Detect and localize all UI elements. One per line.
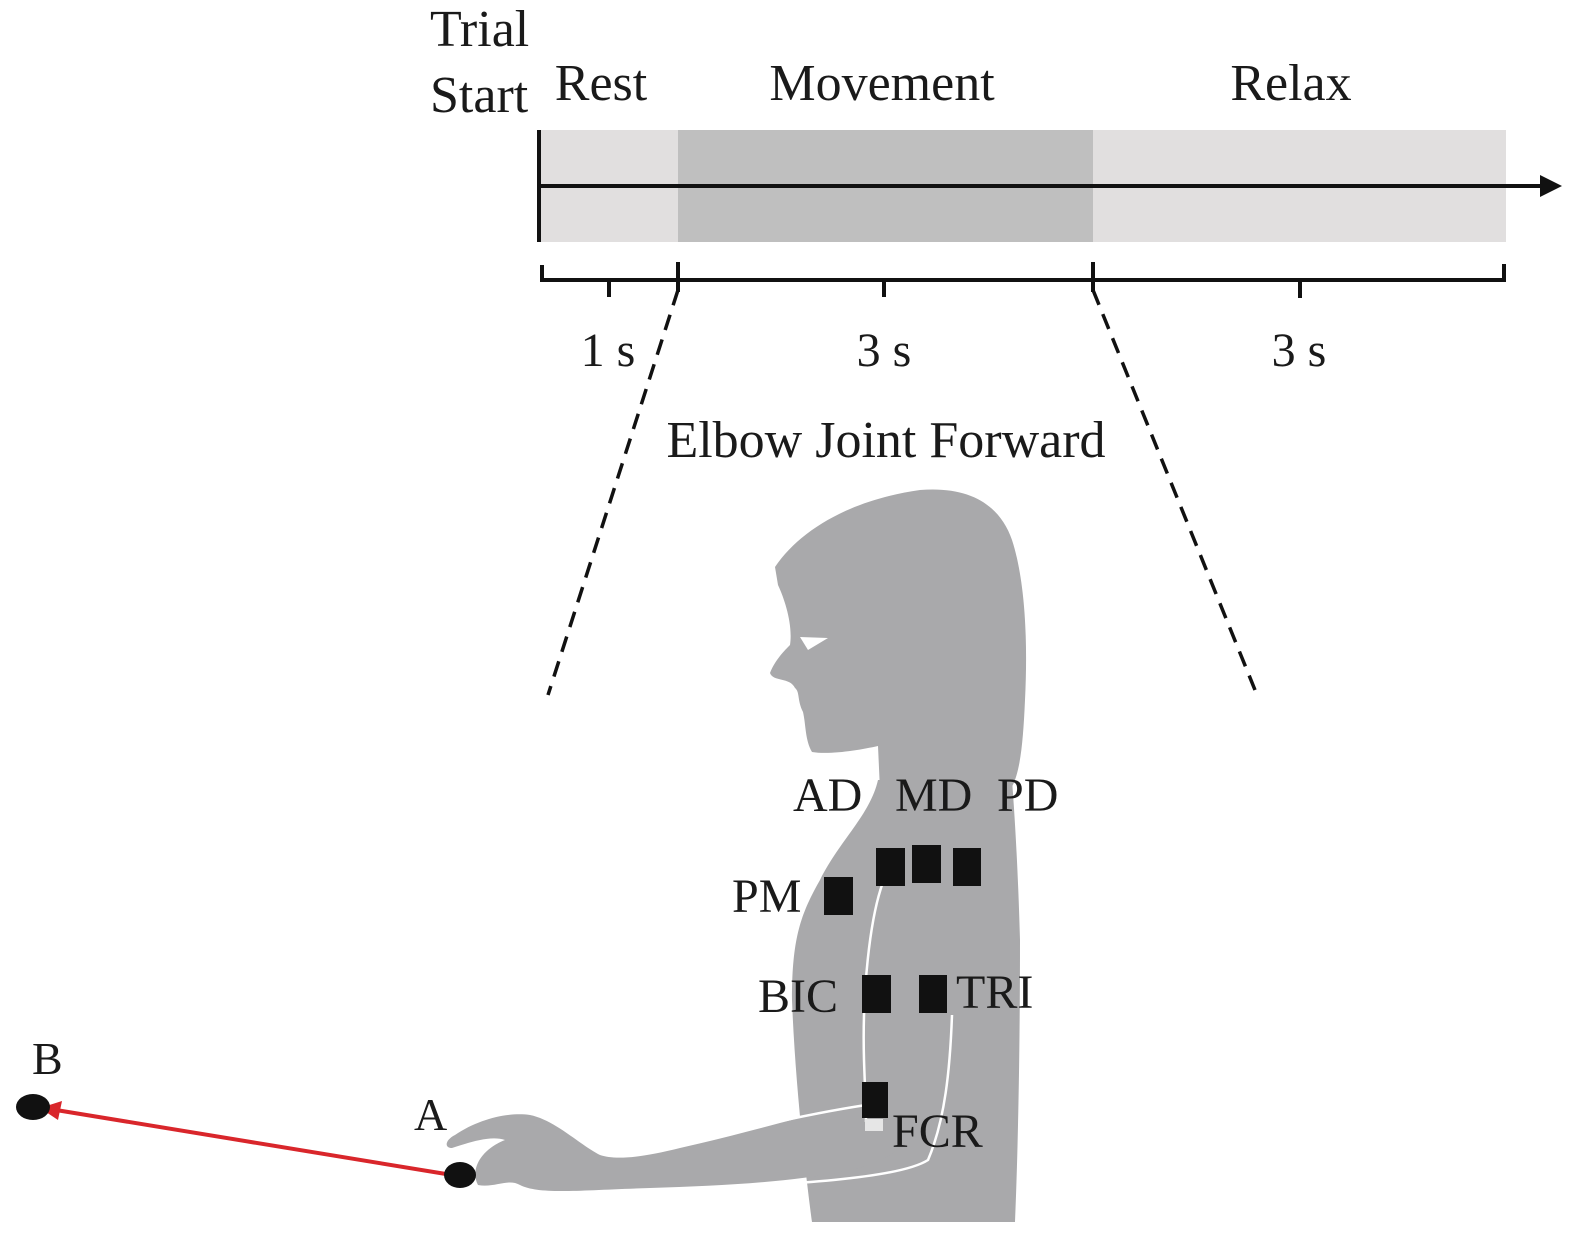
forearm-outline xyxy=(699,1103,867,1142)
point-label-b: B xyxy=(32,1033,63,1084)
zoom-guide-right xyxy=(1091,289,1257,691)
electrode-label-fcr: FCR xyxy=(892,1105,983,1158)
electrodes xyxy=(824,845,981,1118)
electrode-label-ad: AD xyxy=(793,769,862,822)
electrode-md xyxy=(912,845,941,883)
target-point-b xyxy=(16,1094,50,1120)
task-title: Elbow Joint Forward xyxy=(666,412,1105,469)
time-axis-arrowhead-icon xyxy=(1540,175,1562,197)
electrode-label-bic: BIC xyxy=(758,970,838,1023)
duration-brace-rest xyxy=(540,265,676,297)
phase-label-movement: Movement xyxy=(769,55,995,112)
duration-brace-relax xyxy=(1091,262,1506,298)
head-silhouette xyxy=(770,489,1027,790)
trial-start-label-line2: Start xyxy=(430,67,529,124)
electrode-label-pm: PM xyxy=(732,870,801,923)
duration-brace-movement xyxy=(676,262,1091,297)
electrode-label-tri: TRI xyxy=(956,966,1033,1019)
duration-label-rest: 1 s xyxy=(581,324,636,377)
duration-label-relax: 3 s xyxy=(1272,324,1327,377)
electrode-pm xyxy=(824,877,853,915)
electrode-label-pd: PD xyxy=(997,769,1058,822)
trial-start-label-line1: Trial xyxy=(430,1,529,58)
arm-silhouette xyxy=(446,1100,912,1192)
reach-arrow xyxy=(40,1101,453,1177)
back-arm-outline xyxy=(649,1014,954,1192)
electrode-pd xyxy=(953,848,981,886)
eye-icon xyxy=(800,637,828,650)
phase-label-rest: Rest xyxy=(555,55,648,112)
electrode-bic xyxy=(862,975,891,1013)
timeline: Trial Start Rest Movement Relax 1 s 3 s … xyxy=(430,1,1562,377)
reach-arrow-shaft xyxy=(55,1108,453,1177)
start-point-a xyxy=(444,1162,476,1188)
zoom-guide-left xyxy=(546,289,680,696)
electrode-ad xyxy=(876,848,905,886)
point-label-a: A xyxy=(414,1089,447,1140)
electrode-label-md: MD xyxy=(895,769,972,822)
electrode-tri xyxy=(919,975,947,1013)
phase-label-relax: Relax xyxy=(1230,55,1351,112)
electrode-fcr xyxy=(862,1082,888,1118)
duration-label-movement: 3 s xyxy=(857,324,912,377)
wrist-highlight xyxy=(865,1119,883,1131)
reach-arrowhead-icon xyxy=(40,1101,62,1120)
